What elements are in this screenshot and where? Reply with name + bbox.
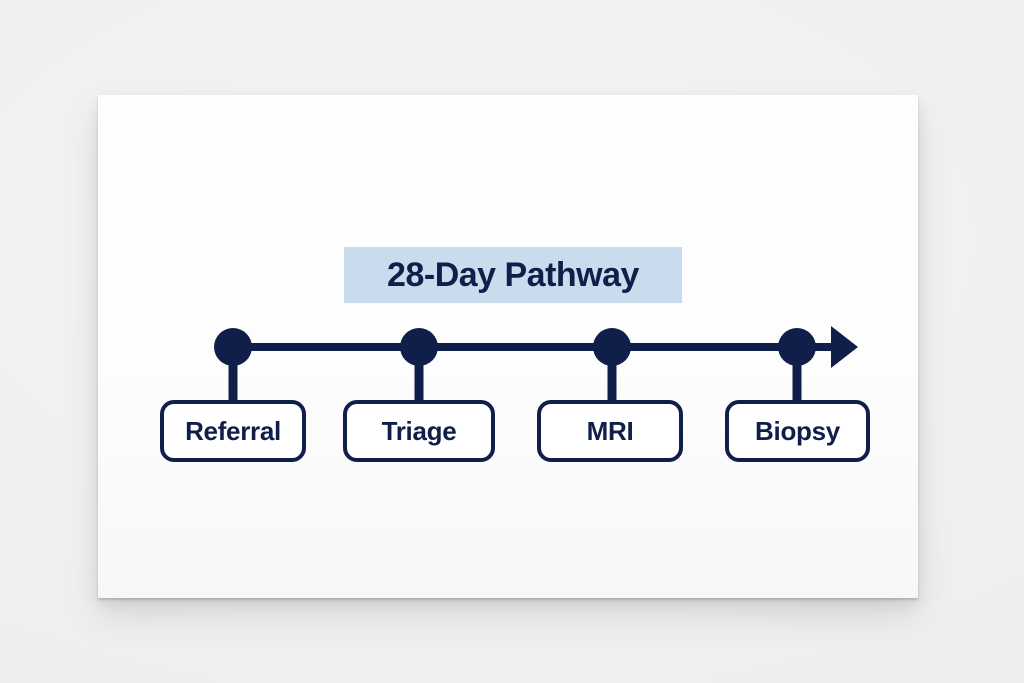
stage-box-biopsy: Biopsy (725, 400, 870, 462)
timeline-node-dot (778, 328, 816, 366)
title-highlight: 28-Day Pathway (344, 247, 682, 303)
timeline-node-dot (214, 328, 252, 366)
stage-label: Biopsy (755, 415, 840, 446)
stage-box-mri: MRI (537, 400, 683, 462)
timeline-node-dot (593, 328, 631, 366)
timeline-node-dot (400, 328, 438, 366)
stage-label: MRI (586, 415, 634, 446)
stage-label: Triage (381, 415, 457, 446)
stage-box-triage: Triage (343, 400, 495, 462)
stage-label: Referral (185, 415, 281, 446)
stage-box-referral: Referral (160, 400, 306, 462)
timeline-graphic (214, 326, 858, 405)
diagram-title: 28-Day Pathway (387, 255, 639, 294)
diagram-card: 28-Day Pathway Referral Triage MRI (98, 95, 918, 598)
arrowhead-icon (831, 326, 858, 368)
